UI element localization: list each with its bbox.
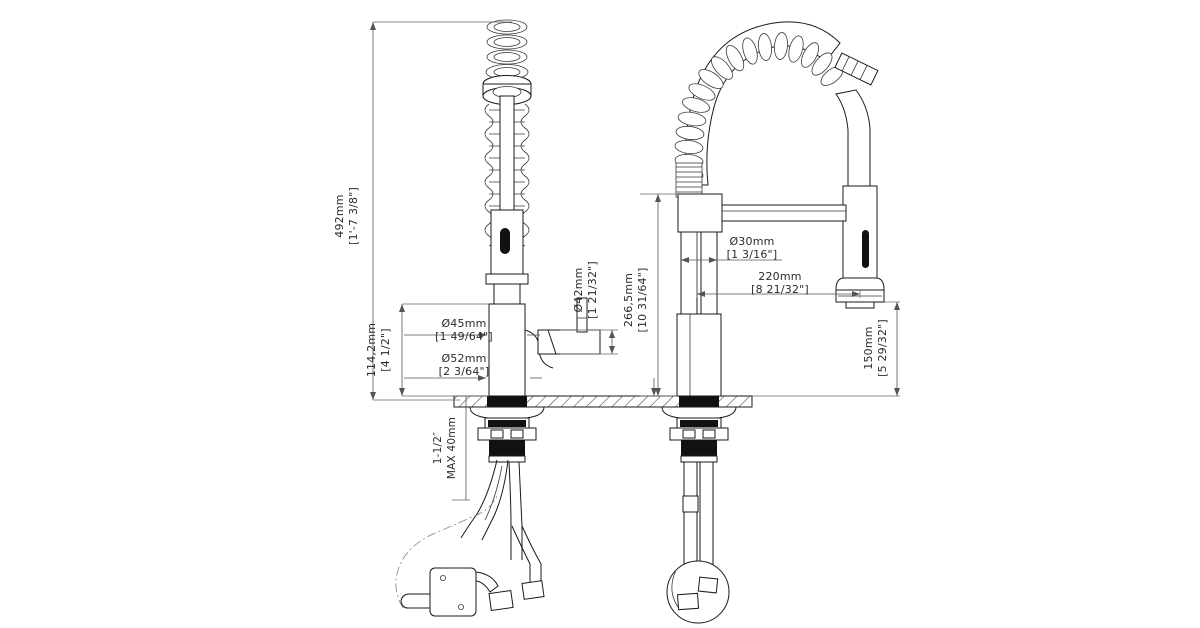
dim-column-diameter: Ø30mm [1 3/16"]	[681, 235, 782, 263]
dim-spray-head-clearance: 150mm [5 29/32"]	[752, 301, 900, 397]
lower-tight-coil	[675, 162, 703, 198]
dim-spout-reach-imperial: [8 21/32"]	[751, 283, 809, 296]
dim-handle-offset-diameter: Ø42mm [1 21/32"]	[560, 261, 618, 355]
dim-overall-height-imperial: [1'-7 3/8"]	[347, 187, 360, 245]
left-spray-head	[486, 210, 528, 304]
right-supply-tube	[667, 462, 729, 623]
left-hose-assembly	[395, 460, 544, 616]
hose-splitter-block	[401, 568, 498, 616]
dim-collar-diameter-metric: Ø45mm	[441, 317, 486, 330]
dim-base-diameter-imperial: [2 3/64"]	[439, 365, 490, 378]
dim-spout-height: 266,5mm [10 31/64"]	[622, 193, 678, 397]
right-spray-head	[835, 53, 884, 308]
left-coil-spring	[483, 19, 531, 247]
right-mounting-hardware	[662, 396, 736, 462]
note-deck-line1: 1-1/2″	[432, 432, 444, 465]
hose-ferrule-b	[522, 581, 544, 600]
right-faucet-column	[677, 194, 722, 396]
dim-handle-offset-imperial: [1 21/32"]	[586, 261, 599, 319]
handle-stem	[577, 298, 587, 332]
right-front-view	[662, 21, 884, 623]
dim-spout-base-height: 114,2mm [4 1/2"]	[365, 303, 489, 397]
left-lower-coil	[484, 103, 530, 247]
hose-ferrule-a	[489, 591, 513, 611]
deck-countertop-section	[453, 395, 753, 408]
left-spring-collar	[483, 76, 531, 105]
spray-mode-button	[500, 228, 510, 254]
spray-toggle-button	[862, 230, 869, 268]
left-faucet-body	[489, 304, 553, 396]
dim-collar-diameter: Ø45mm [1 49/64"]	[404, 317, 540, 343]
dim-column-diameter-imperial: [1 3/16"]	[727, 248, 778, 261]
dim-spout-reach: 220mm [8 21/32"]	[696, 232, 861, 298]
dim-handle-offset-metric: Ø42mm	[572, 267, 585, 312]
note-deck-line2: MAX 40mm	[446, 417, 458, 479]
counterweight	[667, 561, 729, 623]
left-mounting-hardware	[470, 396, 544, 462]
dim-overall-height-metric: 492mm	[333, 194, 346, 237]
right-arched-coil-spring	[674, 21, 844, 198]
dim-column-diameter-metric: Ø30mm	[729, 235, 774, 248]
dim-base-height-metric: 114,2mm	[365, 323, 378, 377]
dim-spout-height-metric: 266,5mm	[622, 273, 635, 327]
dim-base-height-imperial: [4 1/2"]	[379, 328, 392, 371]
note-deck-thickness: 1-1/2″ MAX 40mm	[432, 395, 470, 501]
dim-base-diameter-metric: Ø52mm	[441, 352, 486, 365]
dim-clearance-metric: 150mm	[862, 326, 875, 369]
dim-base-diameter: Ø52mm [2 3/64"]	[404, 352, 542, 381]
dim-overall-height: 492mm [1'-7 3/8"]	[333, 21, 512, 401]
dim-spout-reach-metric: 220mm	[758, 270, 801, 283]
dim-spout-height-imperial: [10 31/64"]	[636, 267, 649, 332]
dim-collar-diameter-imperial: [1 49/64"]	[435, 330, 493, 343]
left-side-view	[395, 19, 600, 616]
dim-clearance-imperial: [5 29/32"]	[876, 319, 889, 377]
